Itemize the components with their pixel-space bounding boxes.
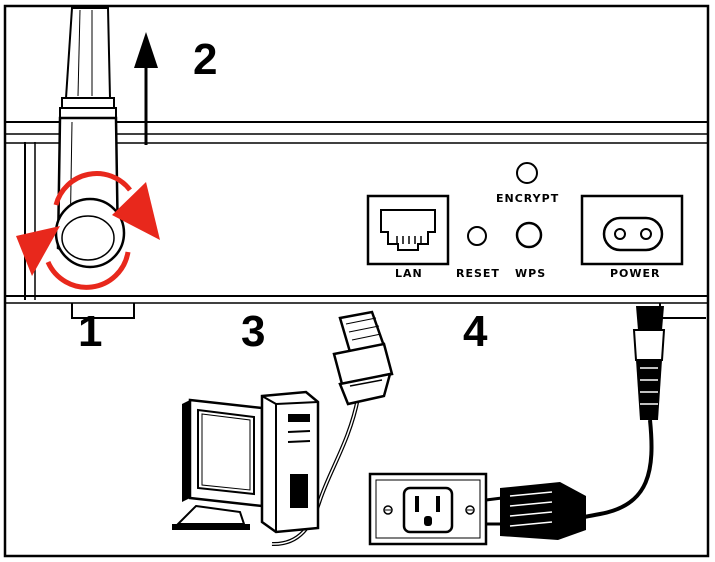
- power-socket: [580, 194, 684, 266]
- lan-label: LAN: [395, 267, 423, 280]
- lan-port: [366, 194, 450, 266]
- wps-label: WPS: [515, 267, 547, 280]
- outer-frame: [3, 4, 710, 558]
- wall-outlet-icon: [368, 472, 488, 546]
- up-arrow-icon: [134, 32, 158, 145]
- step-number-1: 1: [78, 307, 103, 356]
- antenna-icon: [54, 7, 126, 269]
- left-foot: [71, 303, 135, 319]
- step-number-3: 3: [241, 307, 266, 356]
- reset-button-hole: [467, 226, 487, 246]
- reset-label: RESET: [456, 267, 500, 280]
- encrypt-label: ENCRYPT: [496, 192, 560, 205]
- power-cord-icon: [485, 306, 666, 540]
- rotate-arrow-icon: [16, 171, 160, 290]
- step-number-2: 2: [193, 35, 218, 84]
- encrypt-led: [516, 162, 538, 184]
- ethernet-cable-icon: [271, 310, 394, 547]
- power-label: POWER: [610, 267, 661, 280]
- computer-icon: [172, 390, 320, 534]
- right-foot: [659, 303, 706, 319]
- router-rear-panel: [6, 121, 707, 319]
- step-number-4: 4: [463, 307, 488, 356]
- wps-button: [515, 221, 543, 249]
